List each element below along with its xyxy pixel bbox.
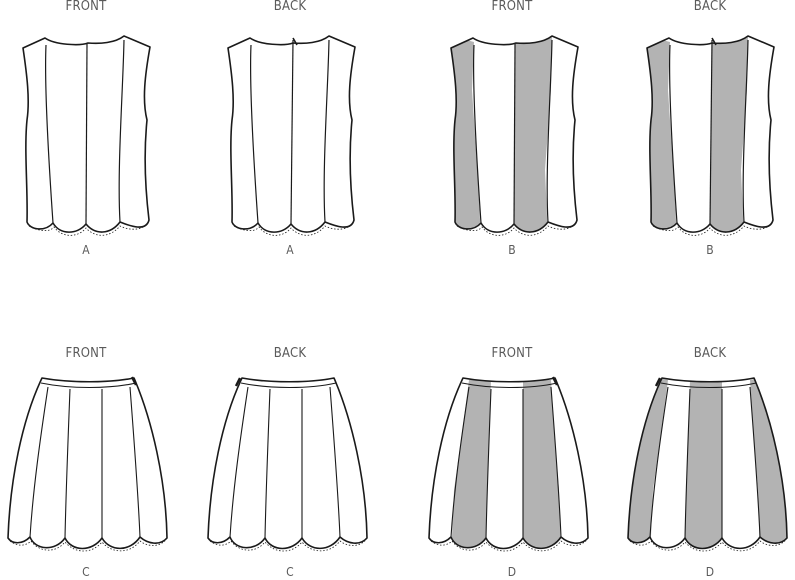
zipper-pull (130, 376, 138, 386)
style-label-bottom-4: D (705, 565, 715, 579)
panel-seam-1 (29, 386, 49, 538)
panel-seam-4 (129, 386, 141, 538)
panel-seam-2 (485, 388, 492, 539)
view-label-bottom-1: FRONT (65, 346, 107, 361)
panel-seam-4 (550, 386, 562, 538)
panel-seam-4 (329, 386, 341, 538)
view-label-top-4: BACK (693, 0, 727, 14)
contrast-panel-2 (685, 380, 722, 549)
waistband-line (240, 382, 337, 389)
top-a-front-drawing (22, 35, 151, 236)
skirt-d-front-drawing (428, 376, 589, 552)
top-b-front-drawing (450, 35, 579, 236)
zipper-pull (711, 37, 717, 46)
seam-line-1 (45, 44, 54, 224)
skirt-c-back-drawing (207, 377, 368, 552)
style-label-bottom-1: C (82, 565, 90, 579)
top-outline (227, 35, 356, 233)
hem-stitching (652, 223, 772, 236)
panel-seam-2 (684, 388, 691, 539)
contrast-panel-2 (514, 36, 552, 233)
seam-line-2 (290, 39, 294, 225)
skirt-body-fill (208, 378, 367, 549)
zipper-pull (292, 37, 298, 46)
waistband-line (660, 382, 757, 389)
skirt-d-back-drawing (627, 377, 788, 552)
seam-line-2 (85, 43, 88, 225)
contrast-panel-2 (523, 380, 561, 549)
panel-seam-4 (749, 386, 761, 538)
hem-stitching (233, 223, 353, 236)
seam-line-3 (118, 39, 125, 223)
skirt-outline (7, 377, 168, 550)
hem-stitching (430, 540, 587, 552)
seam-line-3 (546, 39, 553, 223)
hem-stitching (456, 223, 576, 236)
panel-seam-2 (264, 388, 271, 539)
top-outline (646, 35, 775, 233)
top-outline (450, 35, 579, 233)
top-a-back-drawing (227, 35, 356, 236)
style-label-top-4: B (706, 243, 714, 257)
skirt-outline (428, 377, 589, 550)
view-label-bottom-4: BACK (693, 346, 727, 361)
style-label-bottom-2: C (286, 565, 294, 579)
zipper-pull (551, 376, 559, 386)
waistband-line (40, 382, 137, 389)
style-label-top-1: A (82, 243, 90, 257)
waistband-line (461, 382, 558, 389)
hem-stitching (629, 540, 786, 552)
seam-line-1 (473, 44, 482, 224)
hem-stitching (28, 223, 148, 236)
panel-seam-2 (64, 388, 71, 539)
hem-stitching (9, 540, 166, 552)
contrast-panel-3 (750, 378, 787, 549)
panel-seam-1 (229, 386, 249, 538)
zipper-pull (654, 377, 662, 387)
style-label-top-3: B (508, 243, 516, 257)
zipper-pull (234, 377, 242, 387)
panel-seam-1 (450, 386, 470, 538)
skirt-c-front-drawing (7, 376, 168, 552)
seam-line-1 (669, 44, 678, 224)
view-label-bottom-3: FRONT (491, 346, 533, 361)
view-label-top-3: FRONT (491, 0, 533, 14)
top-b-back-drawing (646, 35, 775, 236)
view-label-top-1: FRONT (65, 0, 107, 14)
view-label-top-2: BACK (273, 0, 307, 14)
style-label-bottom-3: D (507, 565, 517, 579)
seam-line-2 (513, 43, 516, 225)
contrast-panel-1 (451, 380, 491, 549)
hem-stitching (209, 540, 366, 552)
seam-line-1 (250, 44, 259, 224)
view-label-bottom-2: BACK (273, 346, 307, 361)
seam-line-2 (709, 39, 713, 225)
skirt-outline (207, 377, 368, 550)
seam-line-3 (742, 39, 749, 223)
skirt-body-fill (8, 378, 167, 549)
contrast-panel-2 (710, 36, 748, 233)
seam-line-3 (323, 39, 330, 223)
top-outline (22, 35, 151, 233)
style-label-top-2: A (286, 243, 294, 257)
skirt-outline (627, 377, 788, 550)
panel-seam-1 (649, 386, 669, 538)
